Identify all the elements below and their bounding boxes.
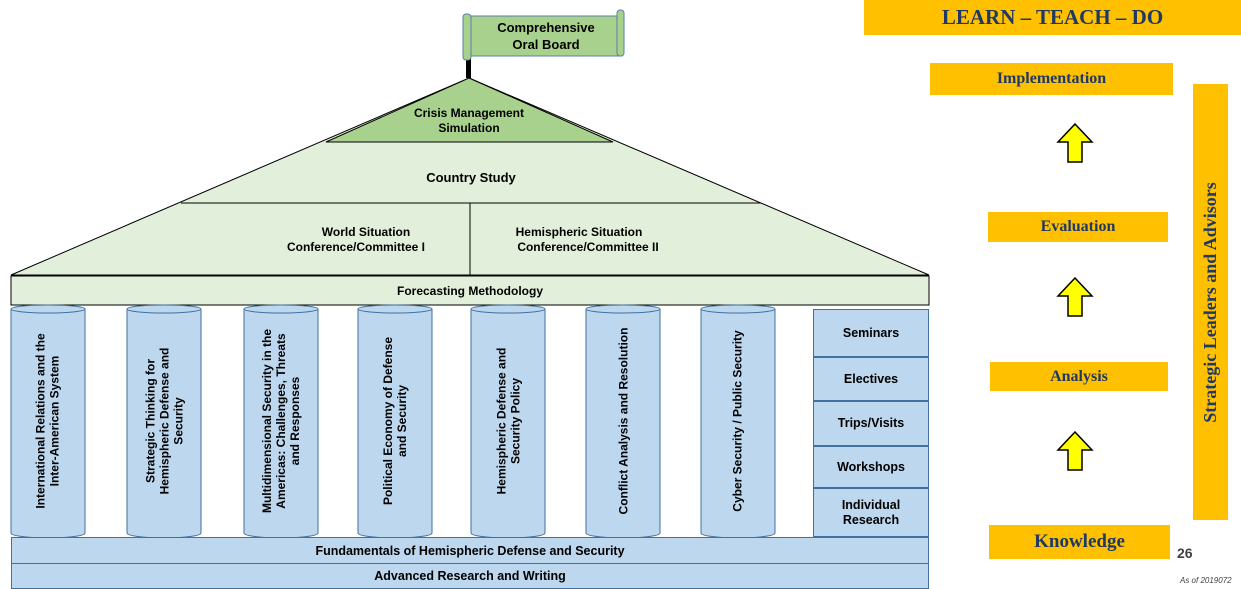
step-analysis: Analysis — [990, 362, 1168, 391]
vertical-label-box: Strategic Leaders and Advisors — [1193, 84, 1228, 520]
apex-line2: Simulation — [438, 121, 499, 135]
up-arrow-icon — [1056, 276, 1094, 317]
page-number: 26 — [1177, 545, 1193, 561]
flag-pole — [466, 52, 471, 78]
pillar-label: Conflict Analysis and Resolution — [616, 327, 631, 515]
country-study: Country Study — [426, 170, 516, 185]
pillar — [470, 304, 546, 539]
up-arrow-icon — [1056, 122, 1094, 163]
apex-line1: Crisis Management — [414, 106, 524, 120]
side-seminars: Seminars — [813, 309, 929, 357]
pillar — [357, 304, 433, 539]
vertical-label: Strategic Leaders and Advisors — [1200, 181, 1220, 423]
fundamentals-band: Fundamentals of Hemispheric Defense and … — [11, 537, 929, 564]
flag-line2: Oral Board — [512, 37, 579, 52]
world-line2: Conference/Committee I — [287, 240, 425, 254]
advanced-band: Advanced Research and Writing — [11, 563, 929, 589]
pillar — [585, 304, 661, 539]
side-workshops: Workshops — [813, 446, 929, 488]
pillar-label: Cyber Security / Public Security — [731, 330, 745, 512]
forecasting-band — [10, 275, 930, 306]
side-individual-research: Individual Research — [813, 488, 929, 537]
flag-banner — [462, 9, 625, 61]
step-implementation: Implementation — [930, 63, 1173, 95]
forecasting-label: Forecasting Methodology — [397, 284, 543, 298]
side-electives: Electives — [813, 357, 929, 401]
flag-line1: Comprehensive — [497, 20, 595, 35]
world-line1: World Situation — [322, 225, 410, 239]
hemi-line1: Hemispheric Situation — [516, 225, 643, 239]
step-knowledge: Knowledge — [989, 525, 1170, 559]
side-trips-visits: Trips/Visits — [813, 401, 929, 446]
up-arrow-icon — [1056, 430, 1094, 471]
hemi-line2: Conference/Committee II — [517, 240, 658, 254]
as-of-note: As of 2019072 — [1180, 576, 1232, 585]
step-evaluation: Evaluation — [988, 212, 1168, 242]
top-banner: LEARN – TEACH – DO — [864, 0, 1241, 35]
